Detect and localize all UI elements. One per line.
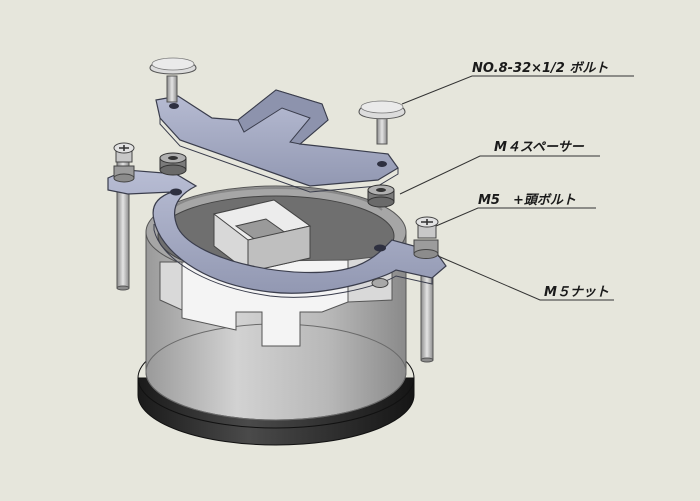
bracket-hole [377, 161, 387, 167]
right-m5-bolt-head [413, 216, 439, 259]
callout-nut-m5: M５ナット [544, 285, 609, 300]
leader-line-bolt-m5 [435, 207, 596, 227]
housing-body [145, 185, 407, 421]
left-m5-bolt-head [113, 142, 135, 183]
leader-line-spacer-m4 [399, 155, 600, 195]
lower-arc-bracket [107, 169, 447, 298]
left-m4-spacer [159, 152, 187, 176]
upper-bracket [155, 89, 399, 193]
phillips-head-icon [421, 219, 433, 225]
callout-spacer-m4: M４スペーサー [494, 140, 585, 155]
right-no8-bolt [358, 100, 406, 145]
callout-bolt-no8: NO.8-32×1/2 ボルト [472, 61, 608, 76]
leader-lines [399, 75, 634, 301]
callout-bolt-m5: M5 +頭ボルト [478, 193, 576, 208]
phillips-head-icon [119, 145, 129, 151]
bracket-hole [374, 244, 386, 252]
bracket-hole [169, 103, 179, 109]
leader-line-nut-m5 [437, 255, 614, 301]
bracket-hole [170, 188, 182, 196]
left-no8-bolt [149, 57, 197, 103]
right-m4-spacer [367, 184, 395, 208]
leader-line-bolt-no8 [401, 75, 634, 105]
